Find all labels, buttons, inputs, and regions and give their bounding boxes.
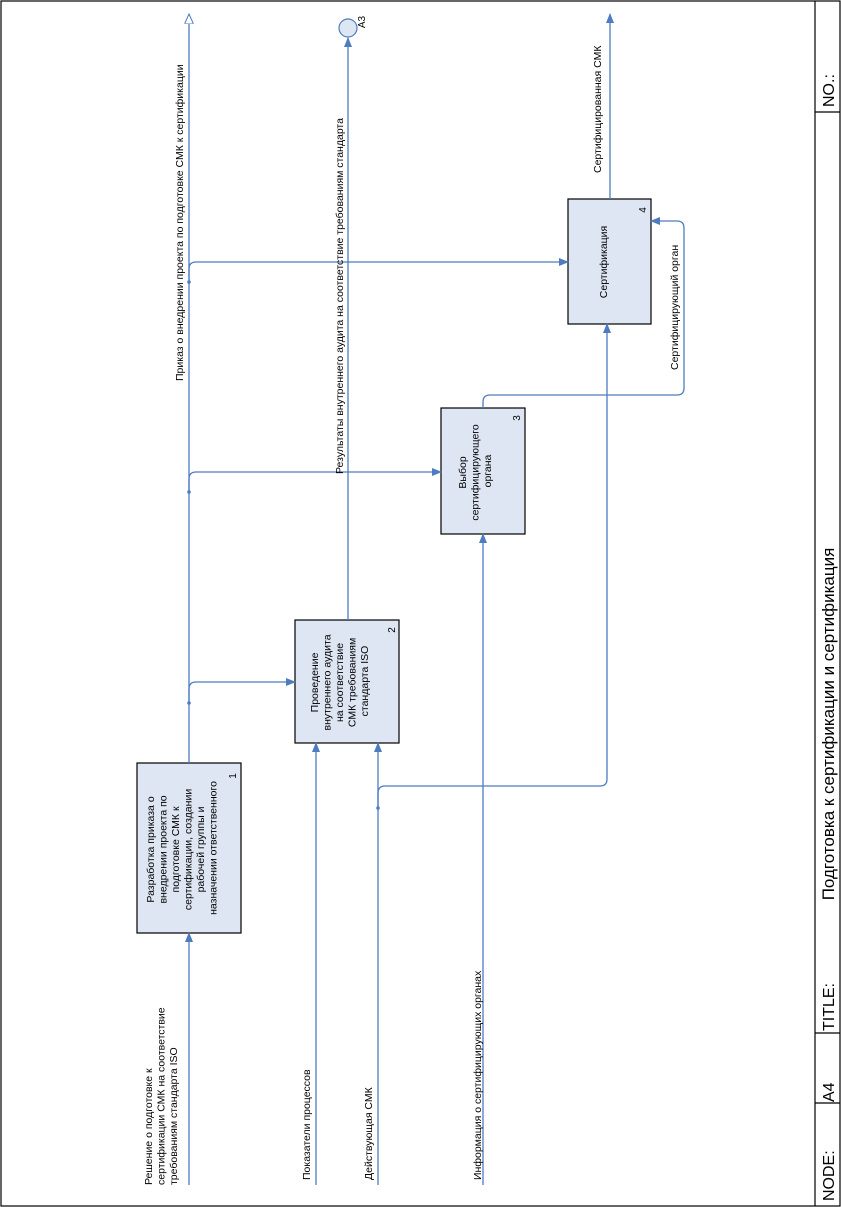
box-2-label: Проведение внутреннего аудита на соответ… (309, 632, 371, 731)
box-4-number: 4 (638, 207, 649, 213)
junction-dot-4 (376, 806, 380, 810)
arrow-order-to-box-3 (188, 468, 442, 492)
label-audit-results: Результаты внутреннего аудита на соответ… (334, 118, 346, 474)
activity-box-3: Выбор сертифицирующего органа 3 (440, 407, 526, 535)
no-label: NO.: (821, 74, 838, 107)
label-certified-output: Сертифицированная СМК (592, 45, 604, 173)
activity-box-2: Проведение внутреннего аудита на соответ… (294, 619, 400, 744)
box-1-number: 1 (228, 773, 239, 779)
box-3-label: Выбор сертифицирующего органа (457, 421, 494, 520)
diagram-title: Подготовка к сертификации и сертификация (819, 548, 838, 901)
arrow-order-to-box-2 (188, 678, 296, 703)
label-indicators: Показатели процессов (301, 1069, 313, 1180)
box-1-label: Разработка приказа о внедрении проекта п… (145, 781, 220, 915)
arrow-qms-to-box-4 (377, 323, 611, 808)
box-2-number: 2 (387, 627, 398, 633)
label-cert-info: Информация о сертифицирующих органах (472, 970, 484, 1180)
arrow-cert-body-feedback (482, 217, 685, 408)
label-current-qms: Действующая СМК (363, 1086, 375, 1180)
title-label: TITLE: (821, 983, 838, 1031)
connector-ref-label: А3 (357, 15, 368, 28)
box-4-label: Сертификация (598, 226, 610, 298)
off-page-connector (338, 18, 358, 38)
node-value: A4 (821, 1082, 838, 1102)
activity-box-4: Сертификация 4 (567, 198, 652, 325)
label-order-output: Приказ о внедрении проекта по подготовке… (174, 64, 186, 381)
box-3-number: 3 (512, 415, 523, 421)
arrow-order-to-box-4 (188, 258, 569, 282)
junction-dot-2 (187, 490, 191, 494)
label-decision-input: Решение о подготовке к сертификации СМК … (143, 1004, 180, 1185)
activity-box-1: Разработка приказа о внедрении проекта п… (136, 762, 242, 934)
node-label: NODE: (821, 1150, 838, 1201)
label-cert-body: Сертифицирующий орган (669, 245, 681, 370)
junction-dot-3 (187, 280, 191, 284)
junction-dot-1 (187, 701, 191, 705)
